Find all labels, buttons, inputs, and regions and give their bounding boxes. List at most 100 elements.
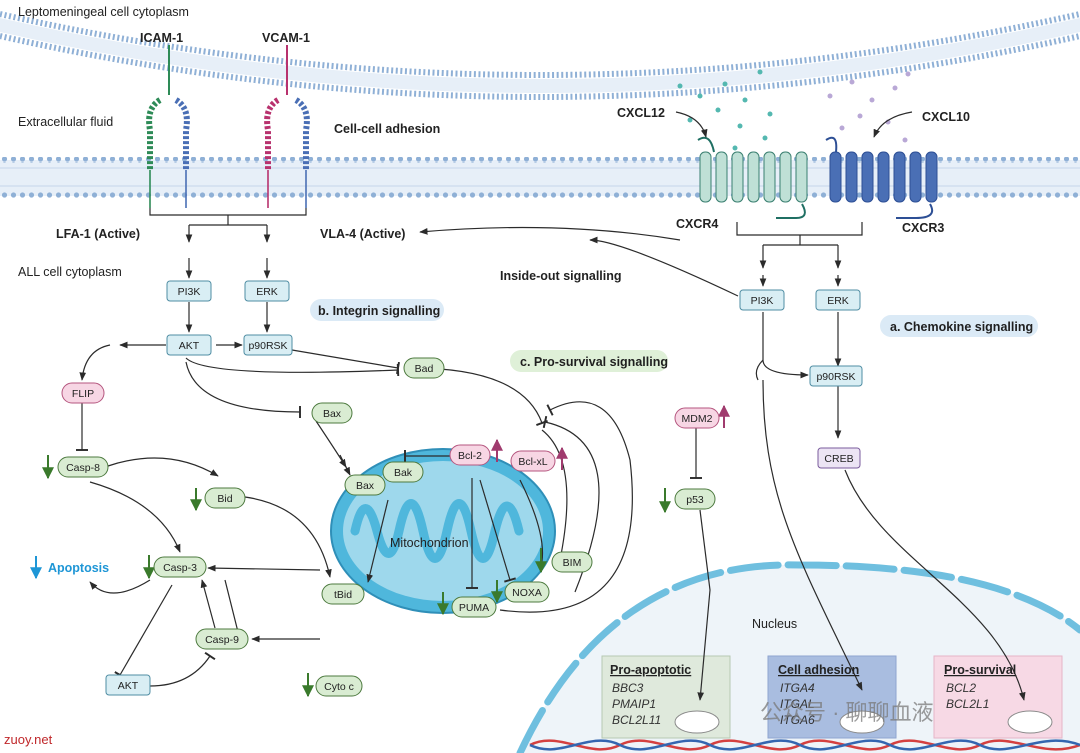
cxcl12-arrow — [675, 111, 708, 138]
gene-box-prosurvival — [933, 655, 1063, 739]
nodes — [57, 280, 863, 697]
gene-title-prosurvival: Pro-survival — [944, 663, 1016, 677]
node-label-mdm2: MDM2 — [682, 413, 713, 425]
node-label-p90rsk-left: p90RSK — [248, 340, 287, 352]
node-casp9 — [195, 628, 249, 650]
node-erk-left — [244, 280, 290, 302]
label-lfa1: LFA-1 (Active) — [56, 227, 140, 241]
node-label-bad: Bad — [415, 363, 434, 375]
node-label-bim: BIM — [563, 557, 582, 569]
gene-title-proapoptotic: Pro-apoptotic — [610, 663, 691, 677]
node-bak — [382, 461, 424, 483]
section-prosurvival: c. Pro-survival signalling — [520, 355, 668, 369]
node-label-noxa: NOXA — [512, 587, 542, 599]
gene-box-proapoptotic — [601, 655, 731, 739]
label-cell-adhesion: Cell-cell adhesion — [334, 122, 440, 136]
mitochondrion — [330, 448, 556, 614]
apoptosis-arrows — [76, 402, 389, 687]
node-bad — [403, 357, 445, 379]
node-casp3 — [153, 556, 207, 578]
node-label-akt-bottom: AKT — [118, 680, 139, 692]
node-erk-right — [815, 289, 861, 311]
section-chemokine: a. Chemokine signalling — [890, 320, 1033, 334]
cxcr4-receptor — [697, 136, 808, 219]
gene-adhesion-2: ITGAL — [780, 697, 815, 711]
label-cxcl10: CXCL10 — [922, 110, 970, 124]
node-bax-mito — [344, 474, 386, 496]
node-casp8 — [57, 456, 109, 478]
chemokine-arrows — [419, 222, 1026, 701]
gene-adhesion-3: ITGA6 — [780, 713, 815, 727]
label-extracellular: Extracellular fluid — [18, 115, 113, 129]
node-label-pi3k-left: PI3K — [178, 286, 201, 298]
vcam-vla4-complex — [264, 45, 310, 208]
gene-adhesion-1: ITGA4 — [780, 681, 815, 695]
gene-proapoptotic-2: PMAIP1 — [612, 697, 656, 711]
section-integrin: b. Integrin signalling — [318, 304, 440, 318]
gene-prosurvival-1: BCL2 — [946, 681, 976, 695]
node-puma — [451, 596, 497, 618]
cxcr3-receptor — [825, 136, 938, 219]
node-flip — [61, 382, 105, 404]
gene-prosurvival-2: BCL2L1 — [946, 697, 989, 711]
label-cxcr4: CXCR4 — [676, 217, 718, 231]
node-cytoc — [315, 675, 363, 697]
label-vcam: VCAM-1 — [262, 31, 310, 45]
label-cxcl12: CXCL12 — [617, 106, 665, 120]
node-bid — [204, 487, 246, 509]
gene-proapoptotic-1: BBC3 — [612, 681, 644, 695]
node-label-bax-top: Bax — [323, 408, 342, 420]
node-label-p90rsk-right: p90RSK — [816, 371, 855, 383]
node-label-bcl2: Bcl-2 — [458, 450, 482, 462]
watermark-cn: 公众号 · 聊聊血液 — [760, 700, 934, 725]
node-label-erk-left: ERK — [256, 286, 278, 298]
label-nucleus: Nucleus — [752, 617, 797, 631]
node-bclxl — [510, 450, 556, 472]
node-label-casp3: Casp-3 — [163, 562, 197, 574]
integrin-section-pill — [310, 299, 444, 321]
label-all-cyto: ALL cell cytoplasm — [18, 265, 122, 279]
label-apoptosis: Apoptosis — [48, 561, 109, 575]
node-label-erk-right: ERK — [827, 295, 849, 307]
gene-title-adhesion: Cell adhesion — [778, 663, 859, 677]
node-label-p53: p53 — [686, 494, 704, 506]
node-pi3k-right — [739, 289, 785, 311]
node-label-puma: PUMA — [459, 602, 489, 614]
node-akt — [166, 334, 212, 356]
node-label-bclxl: Bcl-xL — [518, 456, 547, 468]
node-tbid — [321, 583, 365, 605]
node-creb — [817, 447, 861, 469]
node-label-akt: AKT — [179, 340, 200, 352]
node-bcl2 — [449, 444, 491, 466]
node-label-flip: FLIP — [72, 388, 94, 400]
node-label-bak: Bak — [394, 467, 413, 479]
label-icam: ICAM-1 — [140, 31, 183, 45]
node-akt-bottom — [105, 674, 151, 696]
node-label-casp8: Casp-8 — [66, 462, 100, 474]
prosurvival-section-pill — [510, 350, 668, 372]
regulation-arrows — [30, 404, 730, 698]
node-label-tbid: tBid — [334, 589, 352, 601]
text-layer: Leptomeningeal cell cytoplasm ICAM-1 VCA… — [4, 5, 1033, 747]
node-label-pi3k-right: PI3K — [751, 295, 774, 307]
label-inside-out: Inside-out signalling — [500, 269, 622, 283]
node-noxa — [504, 581, 550, 603]
node-mdm2 — [674, 407, 720, 429]
gene-box-adhesion — [767, 655, 897, 739]
integrin-arrows — [79, 208, 400, 419]
chemokine-section-pill — [880, 315, 1038, 337]
node-p90rsk-right — [809, 365, 863, 387]
cxcl12-dots — [677, 69, 773, 151]
label-mitochondrion: Mitochondrion — [390, 536, 469, 550]
top-membrane — [0, 11, 1080, 100]
label-cytoplasm-top: Leptomeningeal cell cytoplasm — [18, 5, 189, 19]
node-bim — [551, 551, 593, 573]
node-p90rsk-left — [243, 334, 293, 356]
cxcl10-dots — [827, 71, 911, 143]
node-label-bid: Bid — [217, 493, 232, 505]
node-label-cytoc: Cyto c — [324, 681, 354, 693]
node-label-creb: CREB — [824, 453, 853, 465]
node-bax-top — [311, 402, 353, 424]
